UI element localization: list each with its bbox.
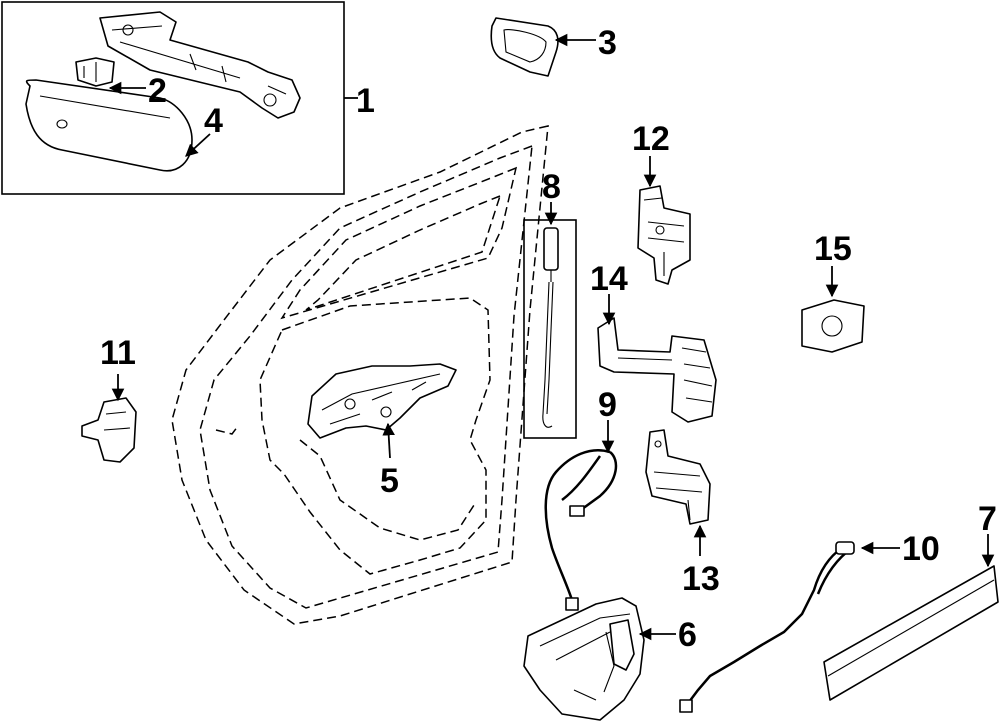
callout-7: 7 (978, 500, 997, 538)
callout-14: 14 (590, 260, 628, 298)
callout-3: 3 (598, 24, 617, 62)
callout-12: 12 (632, 120, 670, 158)
lock-cable-part[interactable] (544, 449, 618, 611)
callout-2: 2 (148, 72, 167, 110)
callout-10: 10 (902, 530, 940, 568)
callout-5: 5 (380, 462, 399, 500)
inside-handle-bezel-part[interactable] (490, 17, 559, 77)
door-lock-actuator-part[interactable] (523, 597, 645, 721)
release-cable-part[interactable] (679, 541, 855, 713)
callout-9: 9 (598, 386, 617, 424)
door-check-part[interactable] (597, 317, 717, 423)
lock-cylinder-part[interactable] (75, 57, 115, 87)
callout-15: 15 (814, 230, 852, 268)
lock-rod-part[interactable] (542, 227, 559, 428)
rear-door-outline (171, 125, 549, 625)
seal-part[interactable] (801, 299, 865, 353)
callout-labels: 1 2 3 4 5 6 7 8 9 10 11 12 13 14 15 (100, 24, 997, 654)
upper-hinge-part[interactable] (637, 185, 691, 285)
callout-1: 1 (356, 82, 375, 120)
callout-4: 4 (204, 102, 223, 140)
lower-hinge-part[interactable] (645, 429, 711, 525)
child-lock-part[interactable] (81, 397, 137, 463)
leader-lines (108, 33, 995, 641)
door-molding-part[interactable] (823, 565, 999, 701)
callout-13: 13 (682, 560, 720, 598)
inside-handle-mechanism-part[interactable] (307, 363, 457, 439)
callout-6: 6 (678, 616, 697, 654)
callout-8: 8 (542, 168, 561, 206)
outside-handle-part[interactable] (25, 79, 193, 172)
callout-11: 11 (100, 334, 136, 372)
handle-frame-part[interactable] (99, 11, 301, 119)
